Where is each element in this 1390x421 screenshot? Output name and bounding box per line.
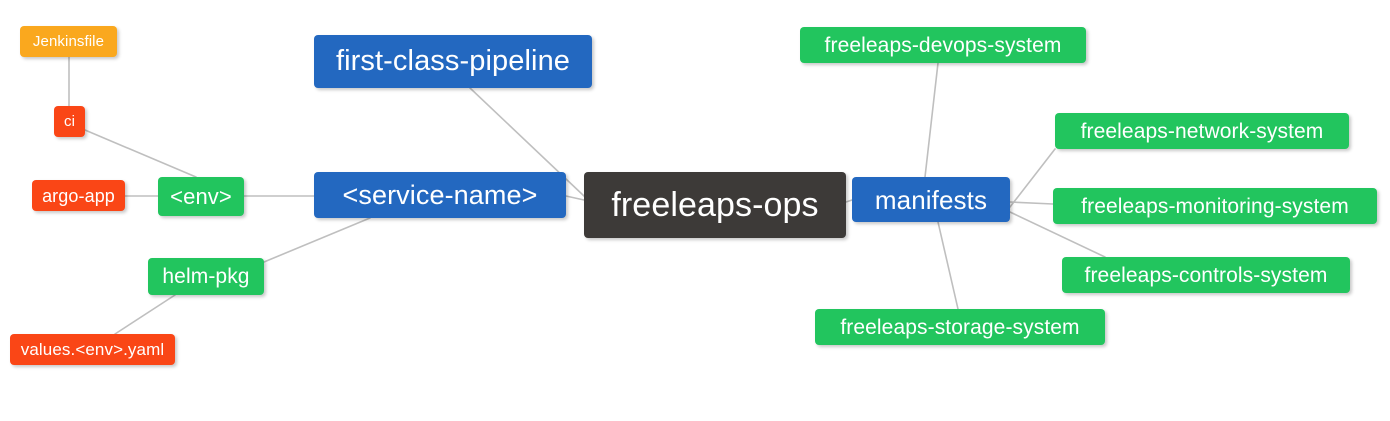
edge-freeleaps-ops-to-service-name [565, 195, 585, 201]
node-freeleaps-controls-system[interactable]: freeleaps-controls-system [1062, 257, 1350, 293]
node-first-class-pipeline[interactable]: first-class-pipeline [314, 35, 592, 88]
edge-service-name-to-helm-pkg [263, 217, 371, 263]
node-service-name[interactable]: <service-name> [314, 172, 566, 218]
edge-helm-pkg-to-values-env-yaml [114, 294, 176, 335]
edge-manifests-to-freeleaps-monitoring-system [1009, 201, 1054, 205]
node-values-env-yaml[interactable]: values.<env>.yaml [10, 334, 175, 365]
node-freeleaps-network-system[interactable]: freeleaps-network-system [1055, 113, 1349, 149]
node-label-env: <env> [170, 183, 232, 209]
node-jenkinsfile[interactable]: Jenkinsfile [20, 26, 117, 57]
node-label-freeleaps-ops: freeleaps-ops [611, 186, 819, 224]
node-freeleaps-monitoring-system[interactable]: freeleaps-monitoring-system [1053, 188, 1377, 224]
node-label-helm-pkg: helm-pkg [162, 265, 250, 288]
node-helm-pkg[interactable]: helm-pkg [148, 258, 264, 295]
node-label-manifests: manifests [874, 184, 988, 215]
node-label-freeleaps-controls-system: freeleaps-controls-system [1084, 263, 1328, 287]
node-env[interactable]: <env> [158, 177, 244, 216]
edge-manifests-to-freeleaps-network-system [1009, 148, 1056, 208]
edge-env-to-ci [84, 129, 197, 178]
node-freeleaps-storage-system[interactable]: freeleaps-storage-system [815, 309, 1105, 345]
node-manifests[interactable]: manifests [852, 177, 1010, 222]
edge-manifests-to-freeleaps-devops-system [924, 62, 939, 178]
node-label-argo-app: argo-app [42, 185, 115, 206]
edge-manifests-to-freeleaps-storage-system [937, 221, 959, 310]
node-ci[interactable]: ci [54, 106, 85, 137]
node-label-service-name: <service-name> [342, 179, 538, 210]
node-argo-app[interactable]: argo-app [32, 180, 125, 211]
node-label-values-env-yaml: values.<env>.yaml [20, 340, 165, 359]
node-label-jenkinsfile: Jenkinsfile [32, 33, 105, 50]
node-label-freeleaps-monitoring-system: freeleaps-monitoring-system [1081, 194, 1349, 218]
node-label-ci: ci [63, 113, 76, 130]
node-freeleaps-devops-system[interactable]: freeleaps-devops-system [800, 27, 1086, 63]
node-label-first-class-pipeline: first-class-pipeline [335, 45, 571, 77]
node-label-freeleaps-devops-system: freeleaps-devops-system [824, 33, 1062, 57]
node-freeleaps-ops[interactable]: freeleaps-ops [584, 172, 846, 238]
node-label-freeleaps-storage-system: freeleaps-storage-system [840, 315, 1080, 339]
node-label-freeleaps-network-system: freeleaps-network-system [1080, 119, 1324, 143]
